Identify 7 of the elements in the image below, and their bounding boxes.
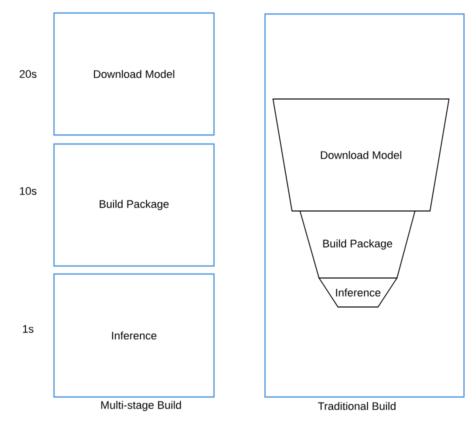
panel-caption: Traditional Build [318, 402, 396, 410]
stage-box: Inference [53, 273, 215, 398]
stage-box: Build Package [53, 143, 215, 267]
duration-label: 10s [20, 187, 36, 195]
duration-label: 20s [20, 70, 36, 78]
duration-label: 1s [23, 325, 34, 333]
stage-box: Download Model [53, 12, 215, 136]
